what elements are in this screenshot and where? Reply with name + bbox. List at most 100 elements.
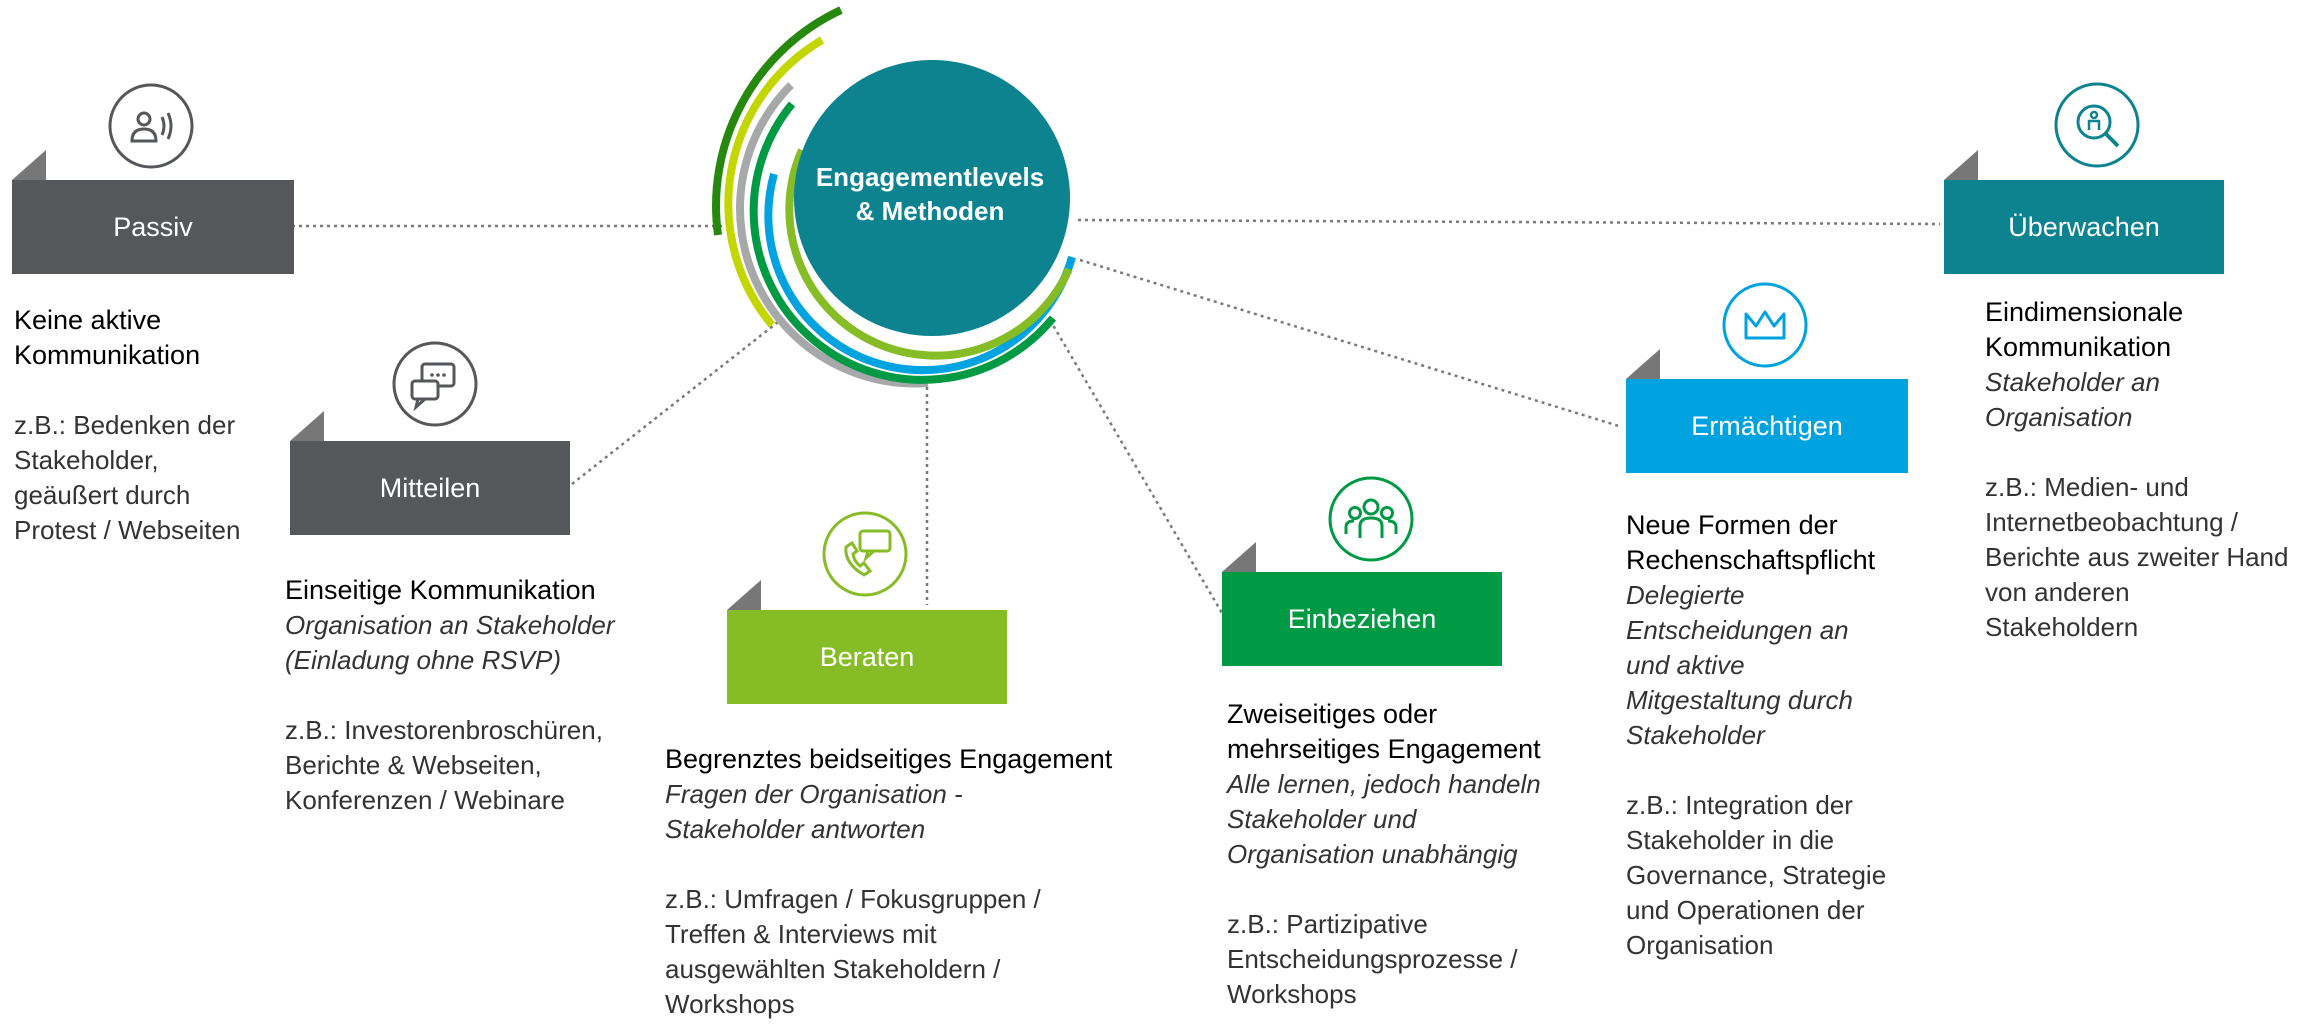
- label-passiv: Passiv: [12, 180, 294, 274]
- description-subtitle-line: Organisation unabhängig: [1227, 839, 1518, 869]
- description-title-line: Einseitige Kommunikation: [285, 575, 596, 605]
- description-title-line: Eindimensionale: [1985, 297, 2184, 327]
- connector-mitteilen: [571, 321, 779, 485]
- description-examples-line: z.B.: Medien- und: [1985, 472, 2189, 502]
- arc-gray: [736, 82, 929, 388]
- description-examples-line: z.B.: Integration der: [1626, 790, 1853, 820]
- arc-dark-green-outer: [712, 6, 843, 236]
- label-beraten: Beraten: [727, 610, 1007, 704]
- arc-green: [749, 101, 1057, 384]
- label-ueberwachen: Überwachen: [1944, 180, 2224, 274]
- description-subtitle-line: Organisation: [1985, 402, 2133, 432]
- description-subtitle-line: Entscheidungen an: [1626, 615, 1849, 645]
- description-subtitle-line: Stakeholder an: [1985, 367, 2160, 397]
- description-title-line: Neue Formen der: [1626, 510, 1838, 540]
- description-examples-line: Stakeholdern: [1985, 612, 2139, 642]
- description-subtitle: Fragen der Organisation - Stakeholder ant…: [665, 777, 1115, 847]
- description-subtitle-line: Stakeholder antworten: [665, 814, 926, 844]
- label-fold-passiv: [12, 150, 46, 180]
- group-icon: [1328, 476, 1414, 562]
- connector-ueberwachen: [1077, 218, 1941, 226]
- description-title-line: Begrenztes beidseitiges Engagement: [665, 744, 1113, 774]
- description-examples: z.B.: Investorenbroschüren, Berichte & We…: [285, 713, 675, 818]
- description-subtitle-line: Organisation an Stakeholder: [285, 610, 615, 640]
- description-examples-line: z.B.: Bedenken der: [14, 410, 236, 440]
- description-title-line: Keine aktive: [14, 305, 162, 335]
- label-einbeziehen: Einbeziehen: [1222, 572, 1502, 666]
- description-subtitle-line: Mitgestaltung durch: [1626, 685, 1853, 715]
- connector-ermaechtigen: [1079, 258, 1623, 429]
- description-examples-line: geäußert durch: [14, 480, 191, 510]
- description-examples-line: Treffen & Interviews mit: [665, 919, 937, 949]
- label-fold-mitteilen: [290, 411, 324, 441]
- center-title-line-1: Engagementlevels: [815, 162, 1045, 192]
- description-examples: z.B.: Umfragen / Fokusgruppen / Treffen &…: [665, 882, 1115, 1022]
- description-examples-line: Entscheidungsprozesse /: [1227, 944, 1518, 974]
- description-subtitle-line: Stakeholder und: [1227, 804, 1417, 834]
- connector-einbeziehen: [1048, 319, 1224, 614]
- description-subtitle-line: Fragen der Organisation -: [665, 779, 963, 809]
- arc-yellow-green: [724, 36, 825, 328]
- description-examples-line: z.B.: Investorenbroschüren,: [285, 715, 603, 745]
- description-title-line: Rechenschaftspflicht: [1626, 545, 1876, 575]
- description-examples-line: und Operationen der: [1626, 895, 1865, 925]
- center-circle: [794, 60, 1070, 336]
- description-subtitle-line: Alle lernen, jedoch handeln: [1227, 769, 1541, 799]
- description-examples-line: Workshops: [1227, 979, 1357, 1009]
- chat-bubbles-icon: [392, 341, 478, 427]
- description-title: Einseitige Kommunikation: [285, 573, 675, 608]
- description-einbeziehen: Zweiseitiges oder mehrseitiges Engagement…: [1227, 697, 1587, 1012]
- description-examples-line: Protest / Webseiten: [14, 515, 241, 545]
- description-title-line: Kommunikation: [14, 340, 201, 370]
- description-title-line: mehrseitiges Engagement: [1227, 734, 1541, 764]
- description-examples-line: Berichte aus zweiter Hand: [1985, 542, 2289, 572]
- description-examples-line: Workshops: [665, 989, 795, 1019]
- description-subtitle: Organisation an Stakeholder (Einladung oh…: [285, 608, 675, 678]
- description-subtitle-line: Delegierte: [1626, 580, 1745, 610]
- magnifier-person-icon: [2054, 82, 2140, 168]
- description-examples-line: Organisation: [1626, 930, 1774, 960]
- description-subtitle: Stakeholder an Organisation: [1985, 365, 2305, 435]
- label-ermaechtigen: Ermächtigen: [1626, 379, 1908, 473]
- description-examples-line: z.B.: Umfragen / Fokusgruppen /: [665, 884, 1041, 914]
- description-title-line: Kommunikation: [1985, 332, 2172, 362]
- description-subtitle-line: (Einladung ohne RSVP): [285, 645, 562, 675]
- center-title: Engagementlevels & Methoden: [790, 160, 1070, 228]
- label-fold-beraten: [727, 580, 761, 610]
- description-examples-line: Internetbeobachtung /: [1985, 507, 2238, 537]
- label-mitteilen: Mitteilen: [290, 441, 570, 535]
- description-examples-line: Konferenzen / Webinare: [285, 785, 565, 815]
- description-title: Zweiseitiges oder mehrseitiges Engagement: [1227, 697, 1587, 767]
- arc-lime: [785, 148, 1073, 360]
- description-examples-line: von anderen: [1985, 577, 2130, 607]
- label-fold-einbeziehen: [1222, 542, 1256, 572]
- description-examples-line: Governance, Strategie: [1626, 860, 1887, 890]
- description-examples-line: Berichte & Webseiten,: [285, 750, 542, 780]
- description-title-line: Zweiseitiges oder: [1227, 699, 1438, 729]
- label-fold-ueberwachen: [1944, 150, 1978, 180]
- description-examples-line: z.B.: Partizipative: [1227, 909, 1428, 939]
- engagement-arcs: [712, 6, 1076, 388]
- description-examples-line: ausgewählten Stakeholdern /: [665, 954, 1001, 984]
- description-title: Begrenztes beidseitiges Engagement: [665, 742, 1115, 777]
- description-subtitle-line: und aktive: [1626, 650, 1745, 680]
- phone-chat-icon: [822, 511, 908, 597]
- description-examples-line: Stakeholder,: [14, 445, 159, 475]
- speaking-person-icon: [108, 83, 194, 169]
- description-subtitle-line: Stakeholder: [1626, 720, 1765, 750]
- crown-icon: [1722, 282, 1808, 368]
